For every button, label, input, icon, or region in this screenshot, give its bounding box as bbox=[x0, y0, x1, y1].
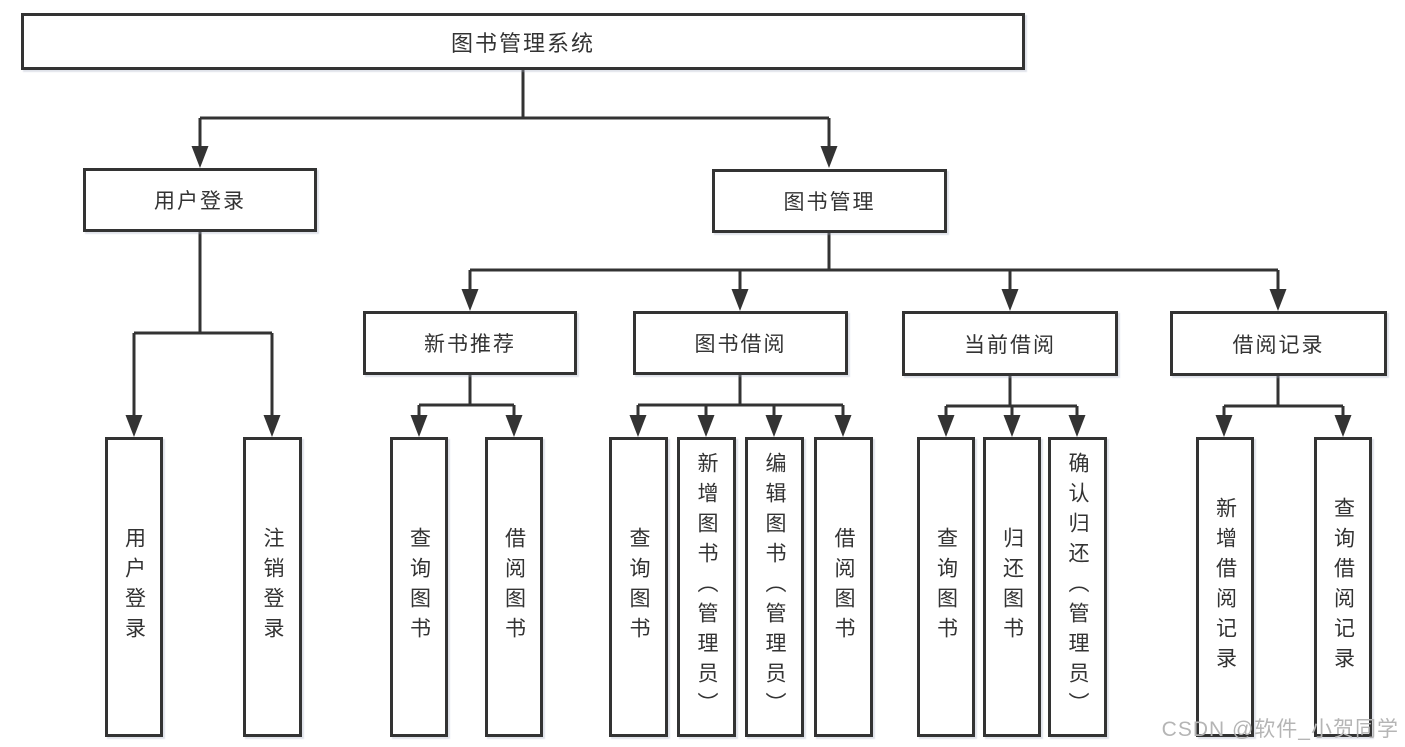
node-book-management: 图书管理 bbox=[712, 169, 947, 233]
arrowhead-down-icon bbox=[765, 415, 783, 437]
arrowhead-down-icon bbox=[1215, 415, 1233, 437]
connector-records-to-leaves bbox=[1215, 376, 1352, 437]
arrowhead-down-icon bbox=[834, 415, 852, 437]
arrowhead-down-icon bbox=[820, 146, 838, 168]
leaf-borrowing-borrow-books: 借阅图书 bbox=[814, 437, 873, 737]
arrowhead-down-icon bbox=[1003, 415, 1021, 437]
watermark-csdn: CSDN @软件_小贺同学 bbox=[1161, 718, 1399, 741]
node-library-system: 图书管理系统 bbox=[21, 13, 1025, 70]
node-book-borrowing: 图书借阅 bbox=[633, 311, 848, 375]
arrowhead-down-icon bbox=[697, 415, 715, 437]
node-new-book-recommend: 新书推荐 bbox=[363, 311, 577, 375]
connector-user-login-to-leaves bbox=[125, 232, 281, 437]
arrowhead-down-icon bbox=[191, 146, 209, 168]
leaf-current-return-books: 归还图书 bbox=[983, 437, 1041, 737]
arrowhead-down-icon bbox=[1001, 289, 1019, 311]
leaf-recommend-borrow-books: 借阅图书 bbox=[485, 437, 543, 737]
leaf-current-query-books: 查询图书 bbox=[917, 437, 975, 737]
connector-current-to-leaves bbox=[937, 376, 1086, 437]
arrowhead-down-icon bbox=[505, 415, 523, 437]
leaf-borrowing-edit-books-admin: 编辑图书（管理员） bbox=[745, 437, 804, 737]
leaf-recommend-query-books: 查询图书 bbox=[390, 437, 448, 737]
arrowhead-down-icon bbox=[1068, 415, 1086, 437]
leaf-user-login: 用户登录 bbox=[105, 437, 163, 737]
arrowhead-down-icon bbox=[125, 415, 143, 437]
node-borrowing-records: 借阅记录 bbox=[1170, 311, 1387, 376]
connector-borrowing-to-leaves bbox=[629, 375, 852, 437]
leaf-borrowing-add-books-admin: 新增图书（管理员） bbox=[677, 437, 736, 737]
leaf-current-confirm-return-admin: 确认归还（管理员） bbox=[1048, 437, 1107, 737]
connector-recommend-to-leaves bbox=[410, 375, 523, 437]
arrowhead-down-icon bbox=[937, 415, 955, 437]
arrowhead-down-icon bbox=[731, 289, 749, 311]
leaf-borrowing-query-books: 查询图书 bbox=[609, 437, 668, 737]
arrowhead-down-icon bbox=[461, 289, 479, 311]
arrowhead-down-icon bbox=[410, 415, 428, 437]
arrowhead-down-icon bbox=[1269, 289, 1287, 311]
arrowhead-down-icon bbox=[629, 415, 647, 437]
leaf-records-query-borrow-record: 查询借阅记录 bbox=[1314, 437, 1372, 737]
leaf-records-add-borrow-record: 新增借阅记录 bbox=[1196, 437, 1254, 737]
leaf-logout: 注销登录 bbox=[243, 437, 302, 737]
node-user-login: 用户登录 bbox=[83, 168, 317, 232]
connector-root-to-level2 bbox=[191, 70, 838, 168]
arrowhead-down-icon bbox=[263, 415, 281, 437]
arrowhead-down-icon bbox=[1334, 415, 1352, 437]
node-current-borrowing: 当前借阅 bbox=[902, 311, 1118, 376]
connector-book-management-to-level3 bbox=[461, 233, 1287, 311]
